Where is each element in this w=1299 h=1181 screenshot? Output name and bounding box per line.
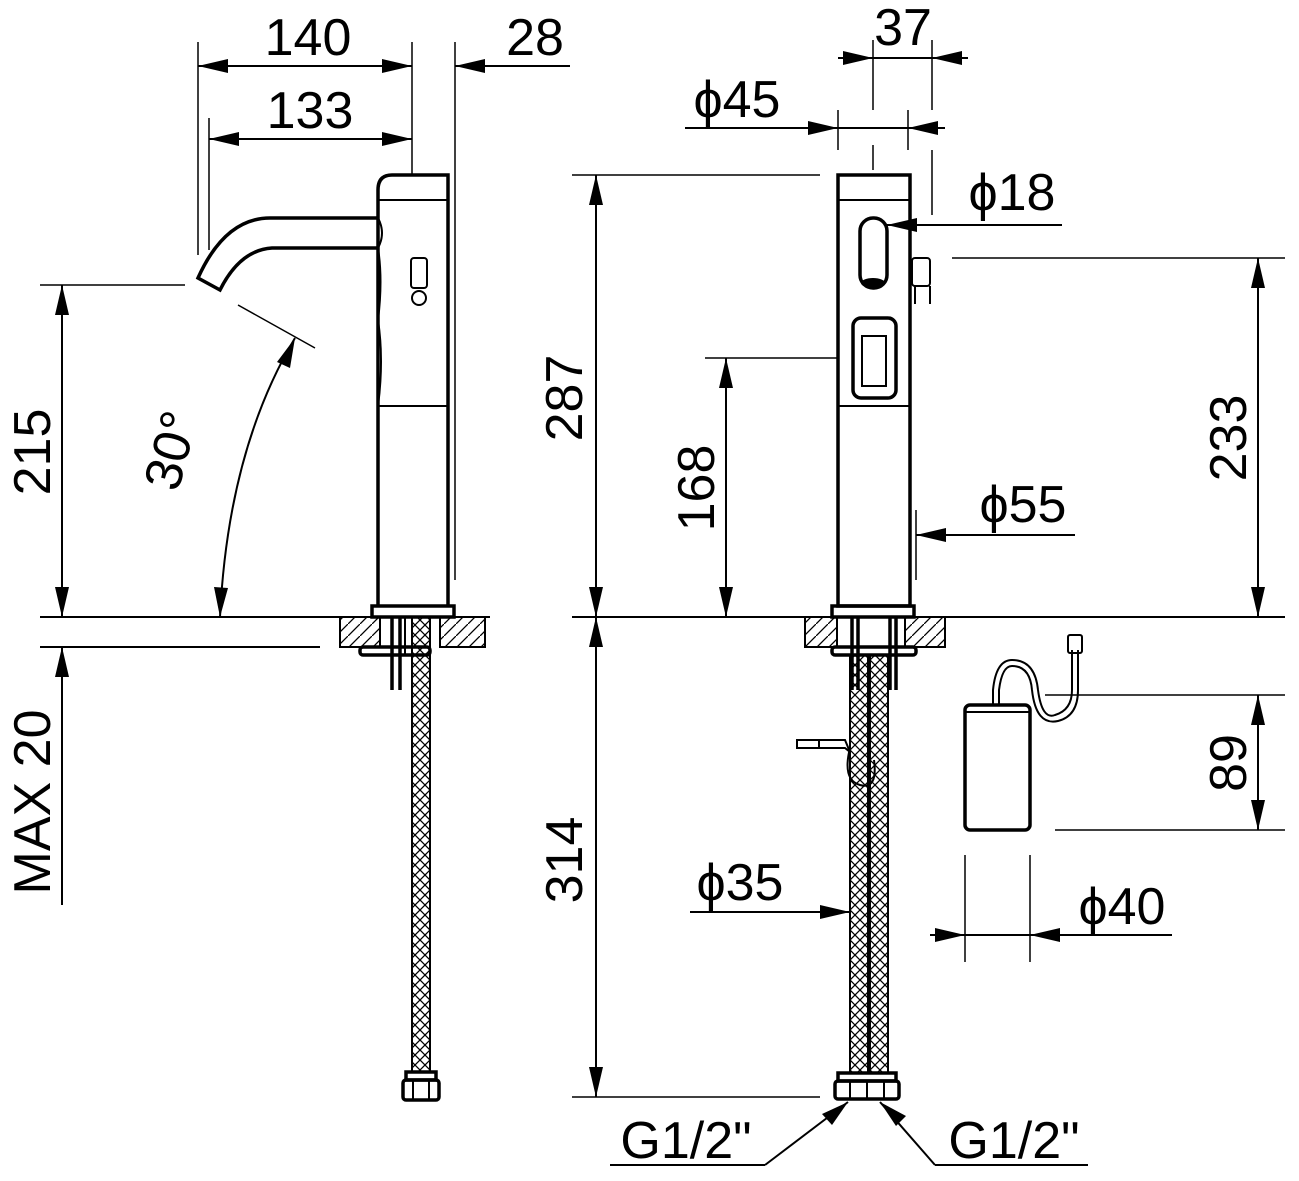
dim-dia-55: ϕ55	[980, 476, 1067, 534]
dim-height-314: 314	[536, 817, 594, 904]
side-view	[40, 42, 570, 1102]
dim-width-37: 37	[874, 0, 932, 57]
dim-height-89: 89	[1200, 734, 1258, 792]
thread-label-left: G1/2"	[620, 1112, 751, 1170]
dim-angle-30: 30°	[133, 405, 209, 496]
control-box	[930, 634, 1285, 962]
dim-max-20: MAX 20	[4, 710, 62, 895]
front-view	[572, 40, 1285, 1166]
dim-width-28: 28	[506, 9, 564, 67]
dim-dia-45: ϕ45	[694, 71, 781, 129]
dim-height-215: 215	[4, 409, 62, 496]
dim-height-233: 233	[1200, 395, 1258, 482]
dim-dia-40: ϕ40	[1079, 878, 1166, 936]
dim-height-287: 287	[536, 355, 594, 442]
dim-width-140: 140	[265, 9, 352, 67]
dim-dia-18: ϕ18	[969, 164, 1056, 222]
dim-height-168: 168	[668, 445, 726, 532]
dim-dia-35: ϕ35	[697, 854, 784, 912]
dim-width-133: 133	[267, 82, 354, 140]
thread-label-right: G1/2"	[948, 1112, 1079, 1170]
